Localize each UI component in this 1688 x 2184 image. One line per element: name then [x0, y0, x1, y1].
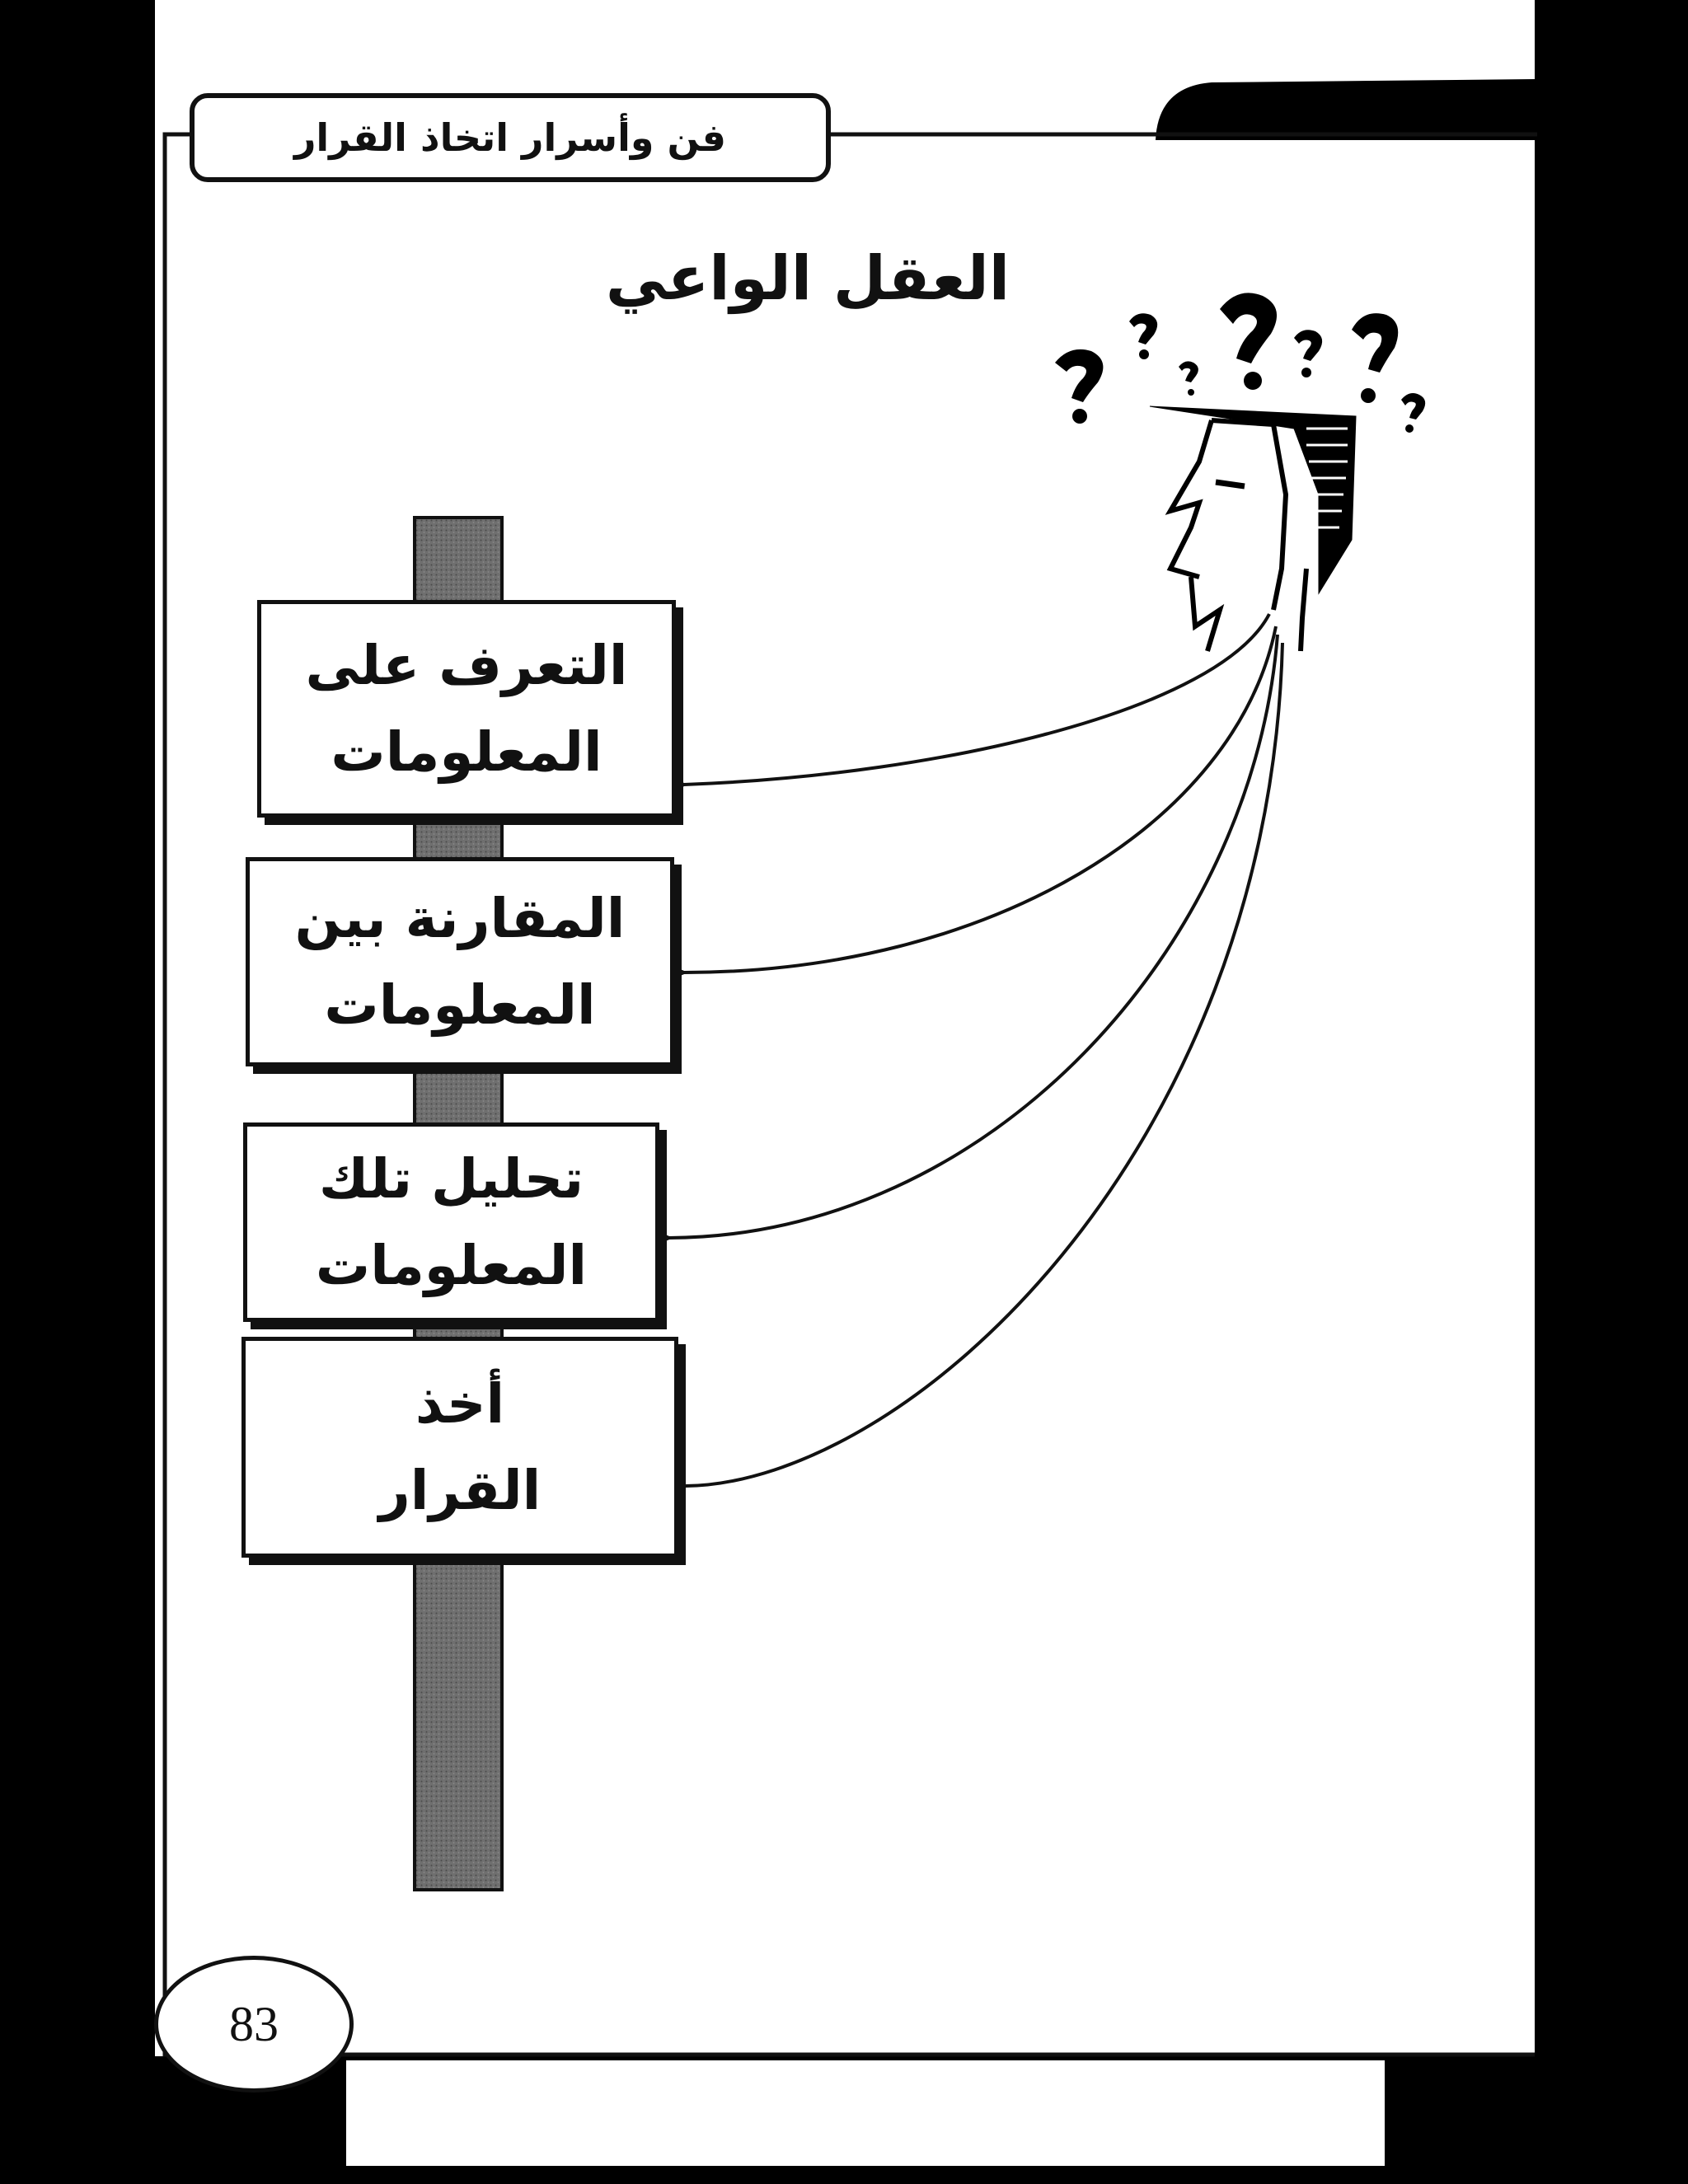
sign-2-line-1: المقارنة بين	[294, 887, 626, 950]
connector-arrows	[669, 613, 1284, 1486]
sign-analyze-information: تحليل تلك المعلومات	[243, 1122, 659, 1322]
sign-1-line-2: المعلومات	[331, 720, 603, 784]
sign-4-line-1: أخذ	[415, 1372, 505, 1436]
sign-3-line-1: تحليل تلك	[318, 1147, 584, 1211]
page-number-badge: 83	[154, 1956, 354, 2093]
sign-make-decision: أخذ القرار	[241, 1337, 678, 1558]
arrow-to-sign-2	[684, 626, 1278, 972]
thinking-head-icon	[1055, 293, 1426, 652]
page-frame	[162, 132, 1537, 2057]
running-header: فن وأسرار اتخاذ القرار	[190, 93, 831, 182]
page-number: 83	[229, 1996, 279, 2051]
arrow-to-sign-4	[686, 642, 1284, 1486]
page-title: العقل الواعي	[605, 243, 1010, 314]
arrow-to-sign-3	[669, 634, 1279, 1238]
sign-2-line-2: المعلومات	[324, 973, 596, 1037]
sign-recognize-information: التعرف على المعلومات	[257, 600, 676, 818]
running-header-title: فن وأسرار اتخاذ القرار	[293, 115, 727, 160]
sign-4-line-2: القرار	[378, 1459, 542, 1522]
arrow-to-sign-1	[684, 613, 1271, 785]
sign-3-line-2: المعلومات	[315, 1234, 588, 1297]
sign-compare-information: المقارنة بين المعلومات	[246, 857, 674, 1066]
sign-1-line-1: التعرف على	[305, 634, 628, 697]
